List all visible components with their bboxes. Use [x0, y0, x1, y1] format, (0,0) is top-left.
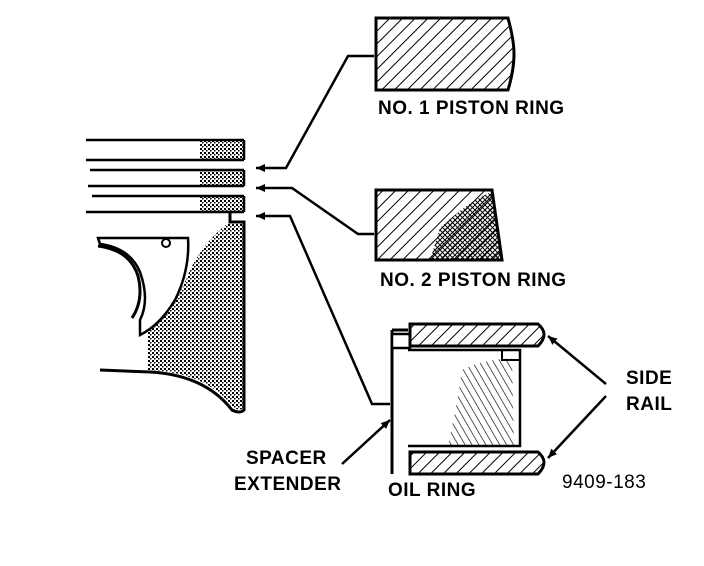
ring1-leader	[256, 54, 374, 172]
piston-skirt-shading	[148, 222, 244, 410]
oil-ring-cross-section	[390, 322, 546, 476]
label-spacer-1: SPACER	[246, 448, 327, 469]
label-spacer-2: EXTENDER	[234, 474, 341, 495]
label-side-rail-1: SIDE	[626, 368, 672, 389]
piston-crown-shading	[200, 140, 244, 212]
piston-pin-hole	[161, 238, 171, 248]
piston-pin-boss	[96, 236, 190, 338]
label-ring1: NO. 1 PISTON RING	[378, 98, 565, 119]
leader-lines	[256, 54, 607, 465]
ring2-cross-section	[374, 188, 504, 262]
side-rail-top-leader	[547, 335, 607, 385]
side-rail-bottom-leader	[547, 395, 607, 459]
label-figure-id: 9409-183	[562, 472, 646, 493]
label-side-rail-2: RAIL	[626, 394, 672, 415]
label-oil-ring: OIL RING	[388, 480, 476, 501]
piston-skirt-outline	[99, 212, 246, 414]
spacer-leader	[341, 419, 391, 465]
ring1-cross-section	[374, 16, 516, 92]
oil-ring-leader	[256, 212, 390, 406]
ring2-leader	[256, 184, 374, 236]
label-ring2: NO. 2 PISTON RING	[380, 270, 567, 291]
piston	[86, 138, 246, 414]
